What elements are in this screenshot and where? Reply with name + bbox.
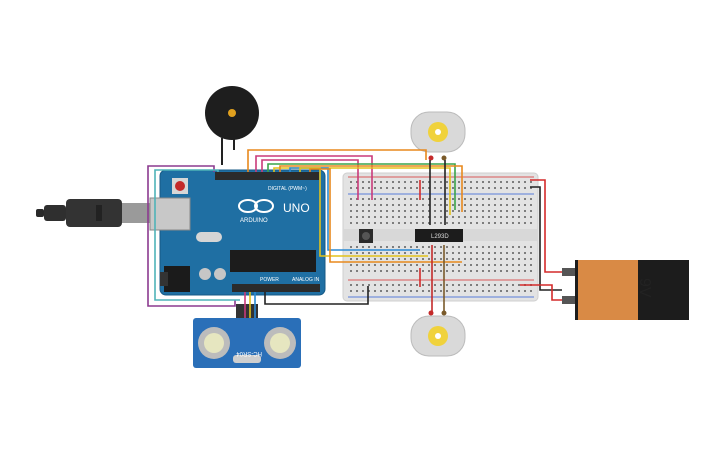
- atmega-chip: [230, 250, 316, 272]
- arduino-uno-board[interactable]: ARDUINO UNO DIGITAL (PWM~) POWER ANALOG …: [149, 169, 326, 296]
- breadboard-holes: [350, 181, 532, 292]
- sensor-label: HC-SR04: [236, 350, 262, 356]
- brand-label: ARDUINO: [240, 218, 268, 224]
- power-header-label: POWER: [260, 277, 279, 283]
- arduino-logo: ARDUINO: [238, 199, 274, 224]
- battery-label: 9V: [636, 278, 653, 298]
- model-label: UNO: [283, 201, 310, 215]
- dc-motor-bottom[interactable]: [410, 310, 466, 357]
- reset-button[interactable]: [175, 181, 185, 191]
- digital-header-label: DIGITAL (PWM~): [268, 186, 307, 192]
- dc-motor-top[interactable]: [410, 111, 466, 161]
- driver-label: L293D: [431, 234, 449, 240]
- ultrasonic-sensor-icon[interactable]: HC-SR04: [193, 304, 301, 368]
- analog-header-label: ANALOG IN: [292, 277, 320, 283]
- wires[interactable]: [147, 149, 562, 318]
- battery-body: [578, 260, 638, 320]
- battery-icon[interactable]: 9V: [562, 260, 689, 320]
- l293d-driver-chip[interactable]: L293D: [415, 229, 463, 242]
- piezo-buzzer-icon[interactable]: [205, 86, 259, 165]
- push-button-icon[interactable]: [359, 229, 373, 243]
